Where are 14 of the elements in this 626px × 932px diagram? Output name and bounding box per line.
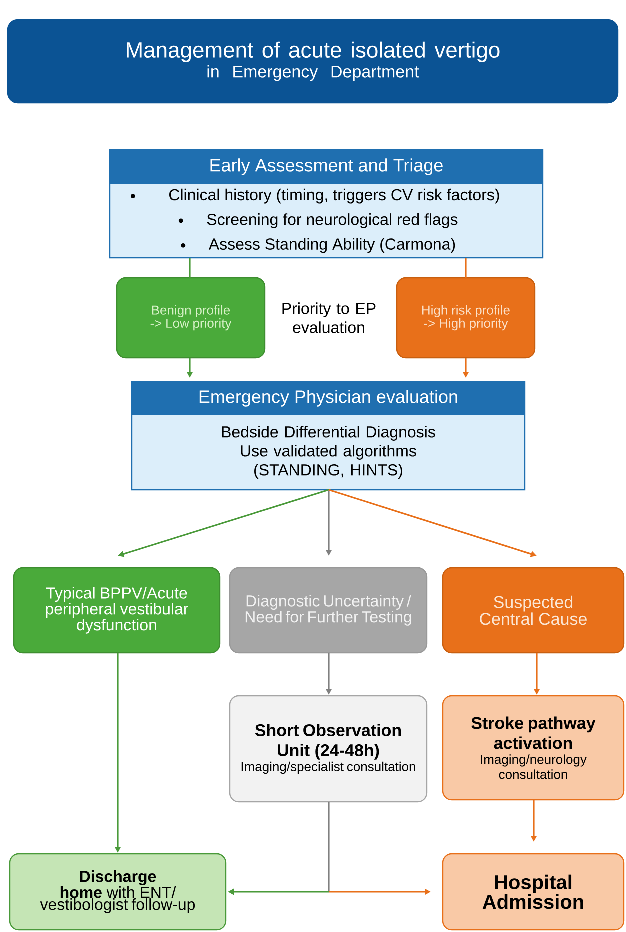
process-box: Typical BPPV/Acute peripheral vestibular dysfunction	[13, 567, 221, 654]
header-box: Emergency Physician evaluation Bedside Differential Diagnosis Use validated algorithms (STANDING, HINTS)	[131, 381, 526, 491]
process-box: Benign profile -> Low priority	[116, 277, 266, 359]
title-banner: Management of acute isolated vertigo in Emergency Department	[7, 19, 619, 104]
process-box: Suspected Central Cause	[442, 567, 625, 654]
process-box: Short Observation Unit (24-48h) Imaging/specialist consultation	[229, 695, 428, 803]
process-box: High risk profile -> High priority	[396, 277, 536, 359]
process-box: Stroke pathway activation Imaging/neurology consultation	[442, 695, 625, 801]
header-box: Early Assessment and Triage Clinical history (timing, triggers CV risk factors) Screening for neurological red flags Assess Standing Ability (Carmona)	[109, 149, 544, 259]
process-box: Discharge home with ENT/ vestibologist follow-up	[9, 853, 227, 931]
process-box: Diagnostic Uncertainty / Need for Further Testing	[229, 567, 428, 654]
note-text: Priority to EP evaluation	[282, 302, 376, 334]
outcome-box: Hospital Admission	[442, 853, 625, 931]
connector-line	[328, 802, 330, 892]
